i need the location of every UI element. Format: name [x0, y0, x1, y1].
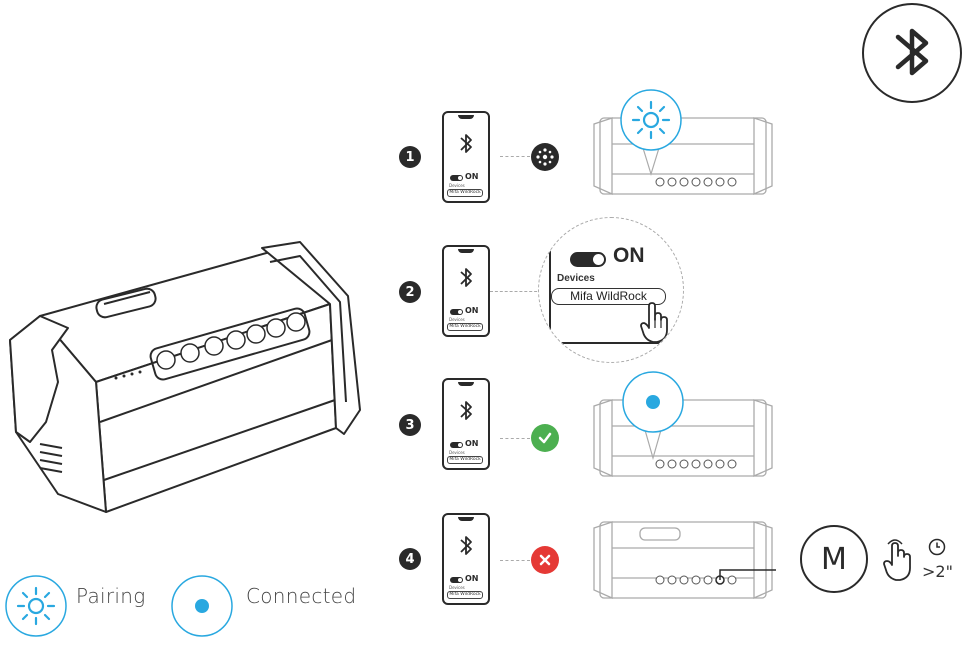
device-list-item: Mifa WildRock — [447, 456, 483, 464]
mode-button: M — [800, 525, 868, 593]
step-1-speaker — [593, 117, 773, 196]
connected-light-icon — [171, 575, 233, 637]
step-4-number: 4 — [399, 548, 421, 570]
step-1-number: 1 — [399, 146, 421, 168]
step-1-connector — [500, 156, 530, 157]
legend-connected: Connected — [170, 574, 370, 640]
step-3-number: 3 — [399, 414, 421, 436]
speaker-illustration — [9, 241, 361, 513]
step-4-phone: ON Devices Mifa WildRock — [442, 513, 490, 605]
connected-light-icon — [622, 371, 684, 461]
step-4-connector — [500, 560, 530, 561]
legend-connected-label: Connected — [246, 584, 357, 608]
step-2-connector — [490, 291, 542, 292]
step-4-speaker — [593, 521, 776, 600]
device-list-item: Mifa WildRock — [551, 288, 666, 305]
device-list-item: Mifa WildRock — [447, 189, 483, 197]
step-2-phone: ON Devices Mifa WildRock — [442, 245, 490, 337]
bluetooth-toggle — [450, 577, 463, 583]
hold-duration: >2" — [922, 562, 953, 581]
bluetooth-toggle — [450, 175, 463, 181]
pairing-dots-icon — [531, 143, 559, 171]
step-2-zoom-view: ON Devices Mifa WildRock — [538, 217, 684, 363]
step-1-phone: ON Devices Mifa WildRock — [442, 111, 490, 203]
bluetooth-icon — [460, 401, 472, 420]
pairing-light-icon — [5, 575, 67, 637]
press-hand-icon — [883, 539, 911, 581]
bluetooth-toggle — [450, 309, 463, 315]
bluetooth-badge — [862, 3, 962, 103]
check-icon — [531, 424, 559, 452]
tap-hand-icon — [640, 302, 668, 343]
legend-pairing-label: Pairing — [76, 584, 146, 608]
pairing-light-icon — [620, 89, 682, 177]
legend-pairing: Pairing — [4, 574, 154, 640]
device-list-item: Mifa WildRock — [447, 323, 483, 331]
bluetooth-icon — [460, 268, 472, 287]
step-2-number: 2 — [399, 281, 421, 303]
cross-icon — [531, 546, 559, 574]
bluetooth-toggle — [450, 442, 463, 448]
bluetooth-toggle — [570, 252, 606, 267]
bluetooth-icon — [460, 536, 472, 555]
bluetooth-icon — [895, 28, 928, 75]
step-3-connector — [500, 438, 530, 439]
bluetooth-icon — [460, 134, 472, 153]
clock-icon — [928, 538, 946, 556]
device-list-item: Mifa WildRock — [447, 591, 483, 599]
step-3-phone: ON Devices Mifa WildRock — [442, 378, 490, 470]
